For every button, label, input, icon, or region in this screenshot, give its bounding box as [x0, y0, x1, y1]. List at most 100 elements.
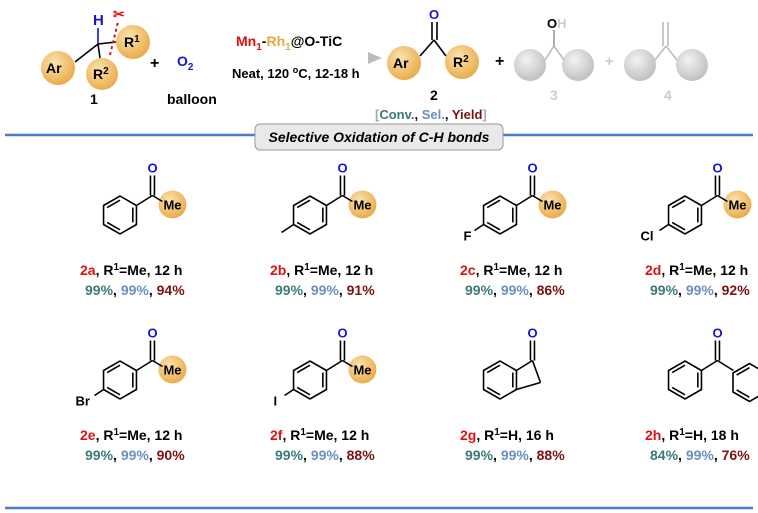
ketone-oxygen: O: [337, 326, 347, 341]
compound-id: 2e: [80, 427, 96, 443]
compound-id: 2d: [645, 262, 661, 278]
ketone-oxygen: O: [527, 161, 537, 176]
selectivity: 99%: [501, 282, 530, 298]
ketone-oxygen: O: [712, 161, 722, 176]
p2-r2-ball: [445, 45, 479, 79]
p2-ar: Ar: [393, 55, 409, 71]
compound-id: 2c: [460, 262, 476, 278]
product-card-2g: O 2g, R1=H, 16 h 99%, 99%, 88%: [460, 326, 565, 464]
p3-oh: OH: [547, 16, 567, 31]
selectivity: 99%: [311, 282, 340, 298]
conditions-label: Neat, 120 oC, 12-18 h: [232, 65, 360, 81]
banner-box: [254, 123, 504, 151]
product-card-2h: O 2h, R1=H, 18 h 84%, 99%, 76%: [645, 326, 758, 463]
product-4: 4: [624, 22, 708, 103]
conversion: 99%: [275, 447, 304, 463]
methyl-ball: [158, 355, 187, 384]
metrics-legend: [Conv., Sel., Yield]: [375, 107, 487, 122]
metrics: 99%, 99%, 91%: [275, 282, 375, 298]
yield: 90%: [157, 447, 186, 463]
metrics: 99%, 99%, 88%: [275, 447, 375, 463]
selectivity: 99%: [686, 447, 715, 463]
p2-ar-ball: [387, 46, 421, 80]
product3-label: 3: [550, 87, 558, 103]
metrics: 99%, 99%, 94%: [85, 282, 185, 298]
yield: 88%: [537, 447, 566, 463]
halogen-label: Br: [76, 394, 90, 409]
product-label: 2h, R1=H, 18 h: [645, 427, 739, 444]
ar-label: Ar: [46, 60, 62, 76]
catalyst-label: Mn1-Rh1@O-TiC: [236, 33, 342, 53]
yield: 94%: [157, 282, 186, 298]
plus-3: +: [605, 53, 614, 70]
product2-label: 2: [430, 87, 438, 103]
halogen-label: I: [274, 394, 278, 409]
r1-ball: [116, 25, 150, 59]
reactant1-label: 1: [90, 91, 98, 107]
yield: 86%: [537, 282, 566, 298]
selectivity: 99%: [501, 447, 530, 463]
ketone-oxygen: O: [147, 161, 157, 176]
product-2: O Ar R2 2: [387, 7, 479, 103]
product-label: 2a, R1=Me, 12 h: [80, 262, 182, 279]
conversion: 99%: [650, 282, 679, 298]
methyl-ball: [538, 190, 567, 219]
methyl-ball: [723, 190, 752, 219]
reactant-1: H ✂ Ar R1 R2 1: [41, 6, 150, 107]
product-label: 2g, R1=H, 16 h: [460, 427, 554, 444]
product-3: OH 3: [514, 16, 594, 103]
methyl-ball: [348, 355, 377, 384]
product-grid: O Me 2a, R1=Me, 12 h 99%, 99%, 94% O Me 2b, R1…: [76, 161, 758, 464]
scissors-icon: ✂: [113, 6, 125, 22]
reactant-h: H: [93, 12, 104, 29]
halogen-label: Cl: [641, 229, 654, 244]
methyl-ball: [158, 190, 187, 219]
product-label: 2b, R1=Me, 12 h: [270, 262, 373, 279]
compound-id: 2b: [270, 262, 286, 278]
yield: 88%: [347, 447, 376, 463]
product-label: 2d, R1=Me, 12 h: [645, 262, 748, 279]
oxidant-note: balloon: [167, 91, 217, 107]
conversion: 99%: [465, 282, 494, 298]
selectivity: 99%: [311, 447, 340, 463]
ketone-oxygen: O: [527, 326, 537, 341]
yield: 76%: [722, 447, 751, 463]
oxidant-label: O2: [177, 53, 194, 73]
yield: 92%: [722, 282, 751, 298]
product-label: 2f, R1=Me, 12 h: [270, 427, 369, 444]
compound-id: 2a: [80, 262, 96, 278]
selectivity: 99%: [121, 282, 150, 298]
metrics: 99%, 99%, 86%: [465, 282, 565, 298]
yield: 91%: [347, 282, 376, 298]
product-card-2b: O Me 2b, R1=Me, 12 h 99%, 99%, 91%: [270, 161, 377, 298]
methyl-ball: [348, 190, 377, 219]
compound-id: 2f: [270, 427, 283, 443]
plus-2: +: [495, 53, 504, 70]
product-card-2f: O MeI 2f, R1=Me, 12 h 99%, 99%, 88%: [270, 326, 377, 463]
reaction-arrow: Mn1-Rh1@O-TiC Neat, 120 oC, 12-18 h: [225, 33, 382, 81]
ketone-oxygen: O: [712, 326, 722, 341]
metrics: 84%, 99%, 76%: [650, 447, 750, 463]
conversion: 99%: [85, 447, 114, 463]
product-label: 2e, R1=Me, 12 h: [80, 427, 182, 444]
metrics: 99%, 99%, 88%: [465, 447, 565, 463]
ar-ball: [41, 51, 75, 85]
selectivity: 99%: [686, 282, 715, 298]
product4-label: 4: [664, 87, 672, 103]
metrics: 99%, 99%, 90%: [85, 447, 185, 463]
svg-text:Me: Me: [353, 198, 371, 213]
halogen-label: F: [464, 229, 472, 244]
svg-text:Me: Me: [353, 363, 371, 378]
svg-text:Me: Me: [728, 198, 746, 213]
plus-1: +: [150, 55, 159, 72]
ketone-oxygen: O: [147, 326, 157, 341]
ketone-oxygen: O: [337, 161, 347, 176]
svg-text:Me: Me: [543, 198, 561, 213]
svg-text:Me: Me: [163, 363, 181, 378]
banner-title: Selective Oxidation of C-H bonds: [269, 129, 490, 145]
